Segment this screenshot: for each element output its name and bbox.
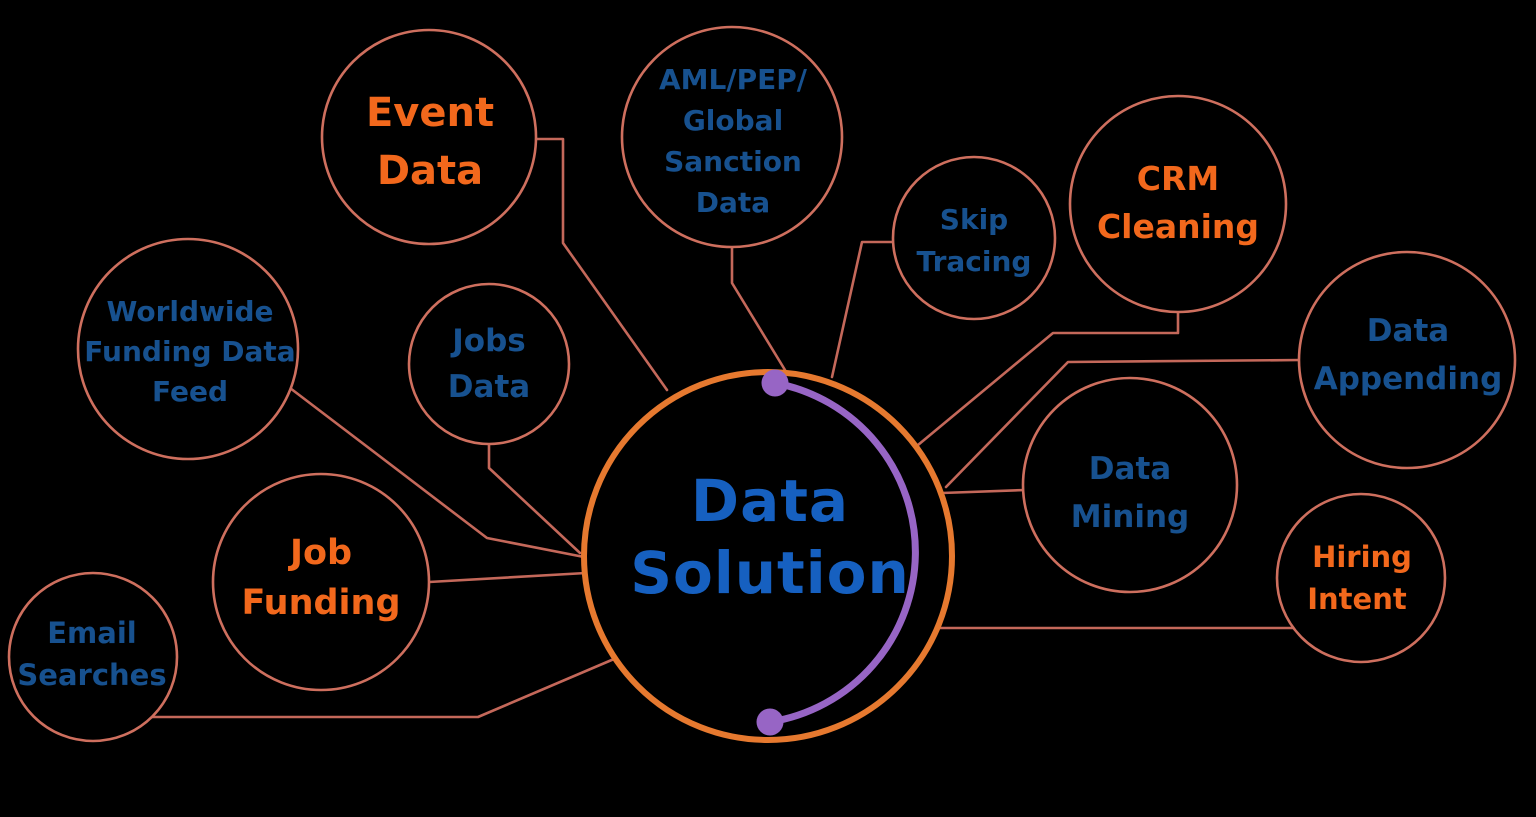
node-label-line: Sanction xyxy=(664,145,802,178)
node-label-line: Data xyxy=(1089,451,1171,487)
connector-email-searches xyxy=(144,657,616,719)
node-label-line: Appending xyxy=(1314,361,1503,397)
node-circle-aml xyxy=(620,25,844,249)
arc-endpoint-dot-top xyxy=(761,369,789,397)
node-center: Data Solution xyxy=(581,369,955,743)
node-email-searches: Email Searches xyxy=(7,571,179,743)
node-label-line: Funding xyxy=(241,583,400,623)
node-label-line: Tracing xyxy=(917,245,1032,278)
node-crm-cleaning: CRM Cleaning xyxy=(1068,94,1288,314)
node-circle-event-data xyxy=(320,28,538,246)
node-label-line: Feed xyxy=(152,375,228,408)
node-worldwide-funding-data-feed: Worldwide Funding Data Feed xyxy=(76,237,300,461)
center-label-line: Data xyxy=(691,467,849,535)
node-label-line: Skip xyxy=(940,203,1008,236)
node-label-line: Data xyxy=(1367,313,1449,349)
connector-skip-tracing xyxy=(830,240,895,379)
node-jobs-data: Jobs Data xyxy=(407,282,571,446)
node-label-line: Email xyxy=(47,616,136,650)
node-label-line: Data xyxy=(377,148,483,194)
node-label-line: Jobs xyxy=(450,323,525,359)
connector-jobs-data xyxy=(487,440,582,555)
node-circle-skip-tracing xyxy=(891,155,1057,321)
node-label-line: CRM xyxy=(1137,159,1219,198)
connector-crm-cleaning xyxy=(916,308,1180,447)
connector-lines xyxy=(144,137,1303,719)
node-circle-data-appending xyxy=(1297,250,1517,470)
node-aml-pep-global-sanction-data: AML/PEP/ Global Sanction Data xyxy=(620,25,844,249)
node-label-line: Job xyxy=(288,533,352,573)
node-skip-tracing: Skip Tracing xyxy=(891,155,1057,321)
node-circle-hiring-intent xyxy=(1275,492,1447,664)
node-circle-crm-cleaning xyxy=(1068,94,1288,314)
node-label-line: Data xyxy=(448,369,530,405)
node-circle-worldwide-funding xyxy=(76,237,300,461)
node-label-line: Intent xyxy=(1307,582,1407,616)
node-circle-email-searches xyxy=(7,571,179,743)
node-label-line: Data xyxy=(696,186,770,219)
node-hiring-intent: Hiring Intent xyxy=(1275,492,1447,664)
connector-data-appending xyxy=(944,358,1303,489)
connector-aml xyxy=(730,245,787,372)
node-circle-job-funding xyxy=(211,472,431,692)
node-data-mining: Data Mining xyxy=(1021,376,1239,594)
purple-arc xyxy=(766,379,919,726)
center-label-line: Solution xyxy=(630,539,910,607)
node-data-appending: Data Appending xyxy=(1297,250,1517,470)
node-label-line: Searches xyxy=(17,658,166,692)
node-label-line: Worldwide xyxy=(106,295,273,328)
node-job-funding: Job Funding xyxy=(211,472,431,692)
connector-worldwide-funding xyxy=(288,386,586,559)
node-label-line: AML/PEP/ xyxy=(659,63,808,96)
node-circle-data-mining xyxy=(1021,376,1239,594)
node-circle-jobs-data xyxy=(407,282,571,446)
connector-data-mining xyxy=(940,488,1027,495)
connector-event-data xyxy=(535,137,669,392)
node-label-line: Funding Data xyxy=(84,335,295,368)
connector-job-funding xyxy=(427,571,588,584)
node-label-line: Event xyxy=(366,90,494,136)
node-label-line: Cleaning xyxy=(1097,207,1259,246)
node-label-line: Global xyxy=(683,104,783,137)
arc-endpoint-dot-bottom xyxy=(756,708,784,736)
node-event-data: Event Data xyxy=(320,28,538,246)
node-label-line: Hiring xyxy=(1312,540,1412,574)
node-label-line: Mining xyxy=(1071,499,1189,535)
